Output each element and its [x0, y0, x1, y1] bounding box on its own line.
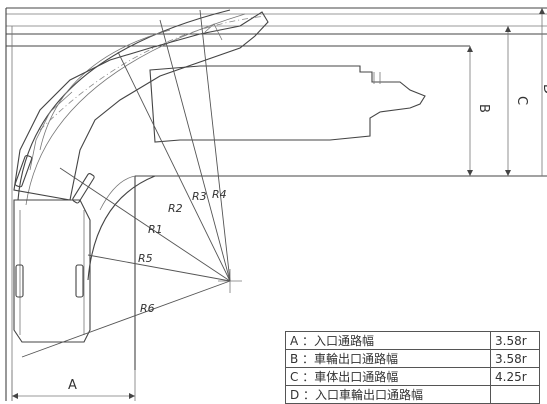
radius-label-r6: R6 — [140, 302, 155, 315]
dimension-label-b: B — [476, 104, 491, 113]
dimension-label-d: D — [540, 84, 547, 94]
radius-label-r2: R2 — [168, 202, 183, 215]
legend-row: D ：入口車輪出口通路幅 — [285, 385, 540, 404]
radius-label-r4: R4 — [212, 188, 227, 201]
legend-key: C ：車体出口通路幅 — [285, 367, 491, 386]
radius-labels: R1 R2 R3 R4 R5 R6 — [138, 188, 227, 315]
radius-label-r1: R1 — [148, 223, 163, 236]
corridor-walls — [5, 7, 547, 401]
dimension-d: D — [539, 8, 547, 176]
legend-row: C ：車体出口通路幅 4.25r — [285, 367, 540, 386]
vehicle-outline-turning — [13, 11, 269, 201]
legend-value: 4.25r — [490, 367, 540, 386]
radius-label-r5: R5 — [138, 252, 153, 265]
radius-lines — [21, 9, 231, 358]
legend-row: A ：入口通路幅 3.58r — [285, 331, 540, 350]
legend-row: B ：車輪出口通路幅 3.58r — [285, 349, 540, 368]
wheels — [14, 154, 95, 298]
dimension-label-c: C — [514, 96, 529, 105]
legend-table: A ：入口通路幅 3.58r B ：車輪出口通路幅 3.58r C ：車体出口通… — [285, 331, 540, 404]
legend-key: D ：入口車輪出口通路幅 — [285, 385, 491, 404]
radius-label-r3: R3 — [192, 190, 207, 203]
dimension-a: A — [11, 370, 136, 401]
legend-key: B ：車輪出口通路幅 — [285, 349, 491, 368]
legend-value: 3.58r — [490, 349, 540, 368]
dimension-b: B — [467, 46, 491, 176]
legend-value: 3.58r — [490, 331, 540, 350]
dimension-label-a: A — [68, 378, 77, 393]
dimension-c: C — [505, 26, 529, 176]
vehicle-outline-entry — [13, 199, 91, 343]
vehicle-outline-exit — [149, 65, 426, 143]
legend-key: A ：入口通路幅 — [285, 331, 491, 350]
